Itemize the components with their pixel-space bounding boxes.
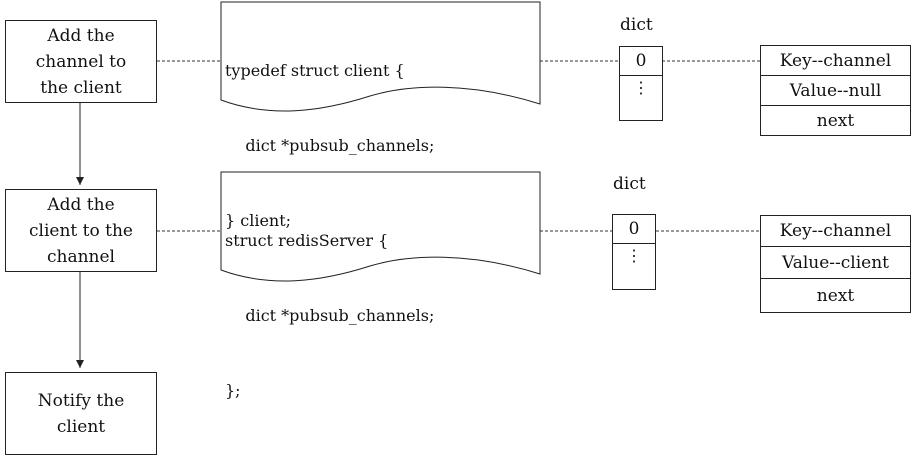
dict-slot-zero: 0 (612, 214, 656, 244)
code-line: struct redisServer { (225, 231, 389, 250)
code-block-redis-server: struct redisServer { dict *pubsub_channe… (225, 178, 434, 428)
dict-slot-zero: 0 (619, 46, 663, 76)
entry-key: Key--channel (760, 45, 911, 76)
step-notify-client: Notify the client (5, 372, 157, 455)
dict-more-slots: ⋮ (633, 78, 649, 97)
step-add-client-to-channel: Add the client to the channel (5, 189, 157, 272)
entry-value: Value--null (760, 75, 911, 106)
code-block-client: typedef struct client { dict *pubsub_cha… (225, 8, 434, 258)
dict-more-slots: ⋮ (626, 246, 642, 265)
code-document-shape-client (220, 1, 541, 112)
entry-key: Key--channel (760, 215, 911, 247)
code-line: dict *pubsub_channels; (225, 136, 435, 155)
code-line: } client; (225, 211, 292, 230)
code-line: }; (225, 381, 241, 400)
dict-title-client: dict (620, 15, 653, 35)
entry-value: Value--client (760, 246, 911, 279)
entry-next: next (760, 105, 911, 136)
dict-title-server: dict (613, 174, 646, 194)
code-line: dict *pubsub_channels; (225, 306, 435, 325)
code-line: typedef struct client { (225, 61, 405, 80)
step-add-channel-to-client: Add the channel to the client (5, 20, 157, 103)
entry-next: next (760, 278, 911, 313)
code-document-shape-server (220, 171, 541, 282)
